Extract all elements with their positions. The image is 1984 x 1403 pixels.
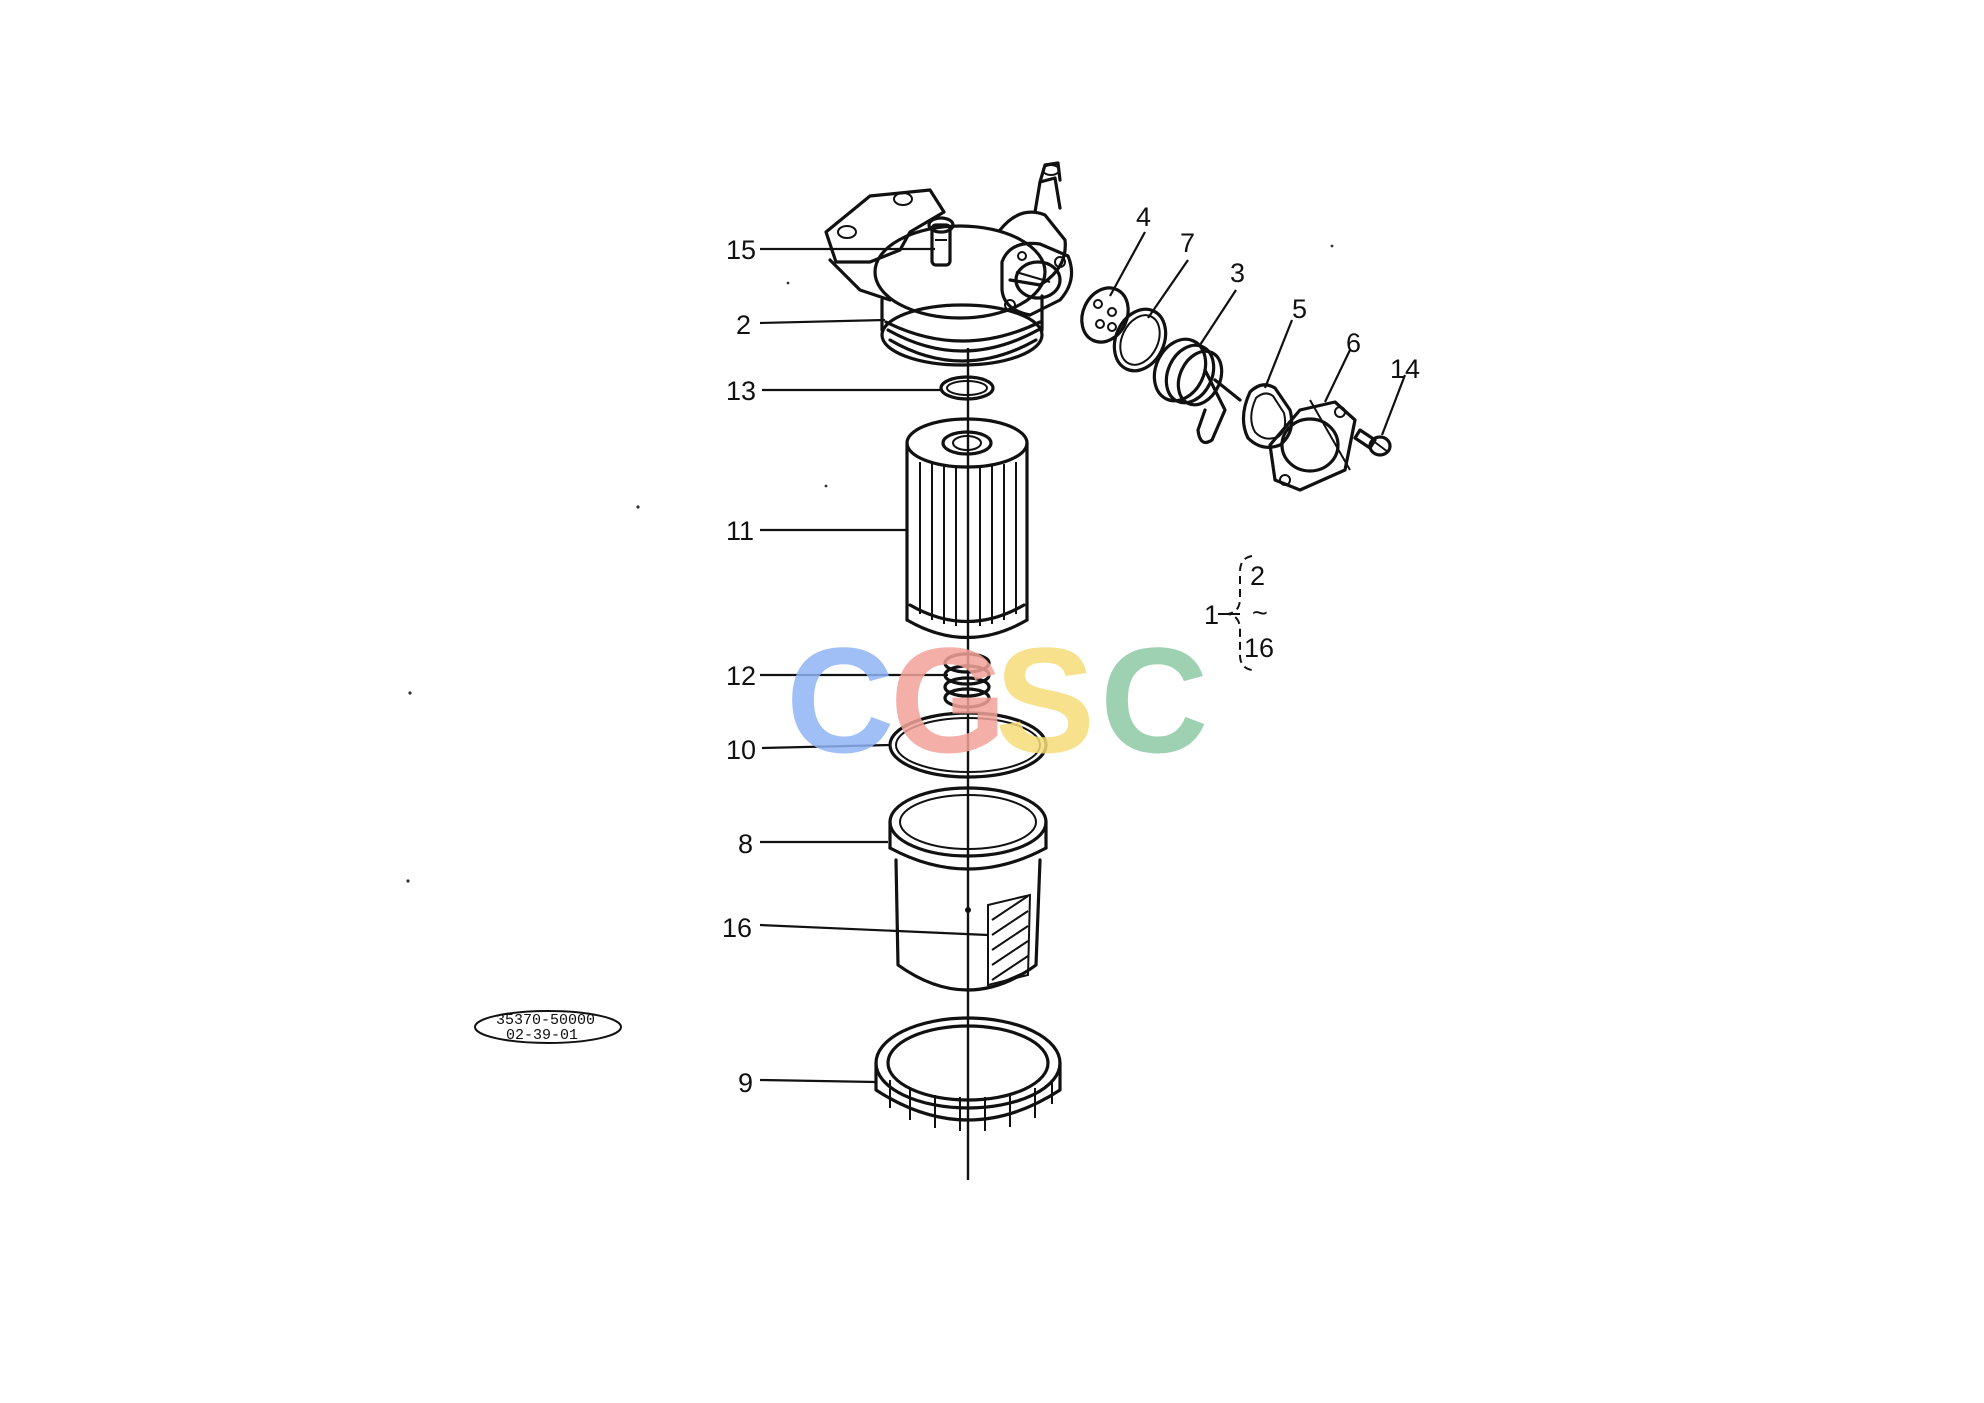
callout-labels: 15 2 13 11 12 10 8 16 9 4 7 3 5 6 14 [722, 202, 1420, 1098]
drawing-code-stamp: 35370-50000 02-39-01 [474, 1010, 622, 1044]
callout-7: 7 [1180, 228, 1195, 258]
leader-lines [759, 231, 1407, 1084]
callout-2: 2 [736, 310, 751, 340]
filter-head [824, 161, 1074, 367]
assembly-from: 2 [1250, 561, 1265, 591]
watermark-letter-2: G [890, 616, 1007, 784]
filter-bowl [888, 786, 1048, 992]
callout-5: 5 [1292, 294, 1307, 324]
callout-3: 3 [1230, 258, 1245, 288]
watermark-letter-1: C [786, 616, 894, 784]
callout-4: 4 [1136, 202, 1151, 232]
screw-14 [1353, 428, 1392, 457]
callout-14: 14 [1390, 354, 1420, 384]
watermark-letter-3: S [995, 616, 1095, 784]
valve-plate [1080, 286, 1130, 344]
callout-16: 16 [722, 913, 752, 943]
cover-plate-6 [1268, 399, 1357, 492]
pump-body [1152, 337, 1242, 444]
assembly-note: 1 2 ~ 16 [1204, 555, 1274, 671]
callout-11: 11 [726, 516, 754, 546]
callout-9: 9 [738, 1068, 753, 1098]
callout-6: 6 [1346, 328, 1361, 358]
callout-15: 15 [726, 235, 756, 265]
watermark-letter-4: C [1100, 616, 1208, 784]
callout-10: 10 [726, 735, 756, 765]
assembly-to: 16 [1244, 633, 1274, 663]
drawing-code-line2: 02-39-01 [506, 1027, 578, 1044]
retaining-ring-9 [874, 1016, 1062, 1131]
filter-element [905, 417, 1029, 640]
scan-specks [406, 244, 1334, 883]
callout-8: 8 [738, 829, 753, 859]
assembly-parent: 1 [1204, 600, 1219, 630]
drawing-code-line1: 35370-50000 [496, 1012, 595, 1029]
assembly-tilde: ~ [1252, 598, 1268, 628]
watermark: C G S C [786, 616, 1208, 784]
callout-13: 13 [726, 376, 756, 406]
callout-12: 12 [726, 661, 756, 691]
o-ring-13 [939, 375, 995, 401]
